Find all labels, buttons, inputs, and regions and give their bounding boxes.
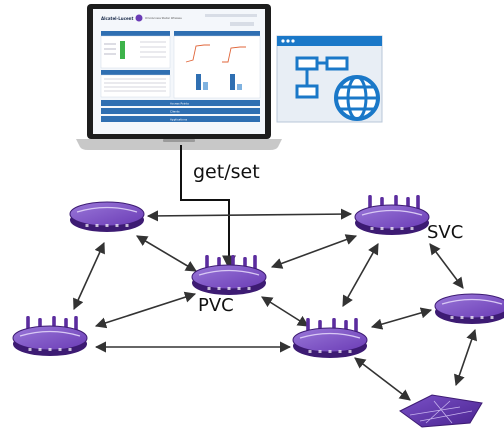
ap-pvc-access-point-icon: [191, 255, 267, 295]
access-points: [12, 195, 504, 428]
globe-icon: [334, 75, 380, 121]
ap-bottom-flat-flat-access-point-icon: [399, 394, 483, 428]
link-ap-left-top-to-ap-pvc: [136, 235, 197, 272]
link-ap-svc-to-ap-right: [429, 243, 464, 289]
screen-sections: Access Points Clients Applications: [101, 100, 260, 122]
screen-product: OmniAccess Stellar Wireless: [145, 16, 182, 20]
mini-line-chart: [185, 44, 210, 63]
laptop-base: [76, 139, 282, 150]
ap-left-top-access-point-icon: [69, 201, 145, 232]
link-ap-pvc-to-ap-left-bottom: [94, 291, 197, 329]
link-ap-svc-to-ap-center-bottom: [342, 243, 379, 307]
pvc-label: PVC: [198, 295, 234, 316]
link-ap-center-bottom-to-ap-bottom-flat: [354, 357, 411, 401]
link-ap-pvc-to-ap-center-bottom: [261, 296, 309, 327]
section-label-aps: Access Points: [170, 102, 189, 106]
screen-header: Alcatel-Lucent OmniAccess Stellar Wirele…: [101, 14, 257, 26]
mesh-links: [73, 208, 478, 401]
screen-panel-bottomleft: [100, 70, 171, 98]
laptop-notch: [163, 139, 195, 142]
screen-brand: Alcatel-Lucent: [101, 16, 134, 21]
section-bar: [101, 108, 260, 114]
screen-panel-topright: [173, 31, 261, 99]
ap-svc-access-point-icon: [354, 195, 430, 235]
mini-bar: [196, 74, 201, 90]
section-bar: [101, 116, 260, 122]
section-bar: [101, 100, 260, 106]
ap-left-bottom-access-point-icon: [12, 316, 88, 356]
section-label-apps: Applications: [170, 118, 188, 122]
screen-panel-topleft: [100, 31, 171, 69]
ap-center-bottom-access-point-icon: [292, 318, 368, 358]
link-ap-left-top-to-ap-left-bottom: [73, 241, 105, 311]
get-set-connector: [180, 145, 236, 270]
brand-logo-icon: [135, 14, 143, 22]
section-label-clients: Clients: [170, 110, 180, 114]
link-ap-center-bottom-to-ap-right: [370, 307, 433, 330]
ap-right-access-point-icon: [434, 293, 504, 324]
laptop: Alcatel-Lucent OmniAccess Stellar Wirele…: [76, 4, 282, 150]
link-ap-left-top-to-ap-svc: [146, 208, 353, 222]
get-set-label: get/set: [193, 161, 260, 183]
svc-label: SVC: [427, 222, 463, 243]
web-app-icon: [276, 35, 383, 123]
link-ap-right-to-ap-bottom-flat: [453, 328, 478, 387]
link-ap-pvc-to-ap-svc: [270, 234, 358, 269]
